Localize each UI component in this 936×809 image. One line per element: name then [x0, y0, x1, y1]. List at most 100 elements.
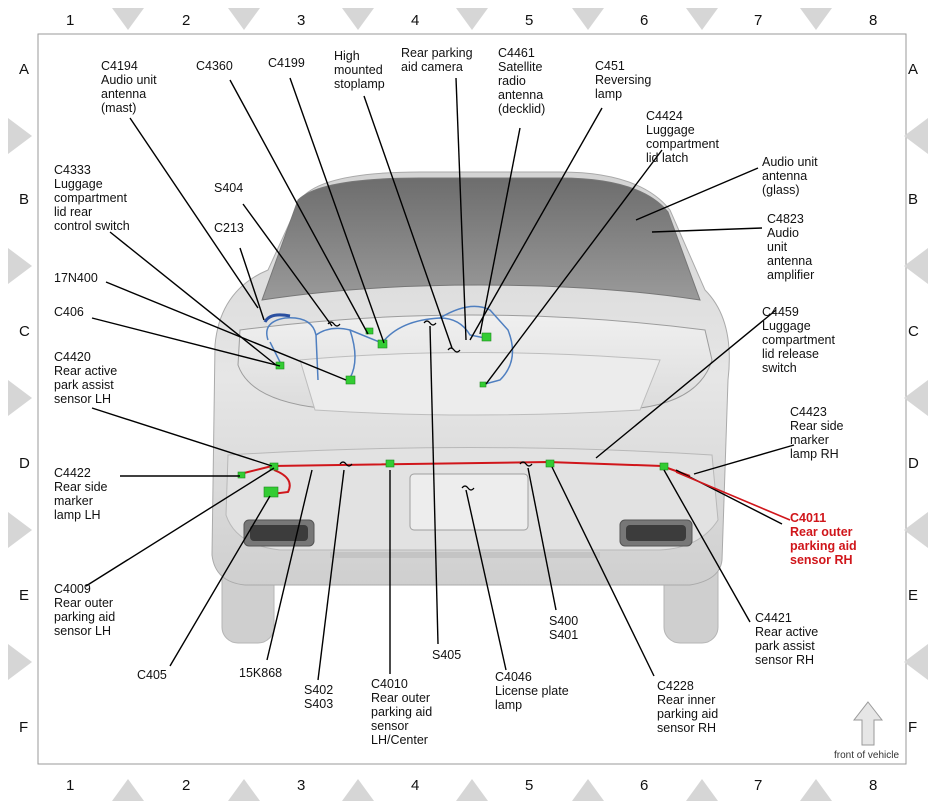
leader-line — [85, 467, 275, 587]
grid-row-right: D — [908, 455, 919, 472]
grid-column-top: 6 — [640, 12, 649, 29]
luggage-lid-harness — [266, 305, 514, 385]
leader-line — [109, 231, 277, 366]
leader-line — [105, 281, 347, 381]
leader-line — [429, 325, 439, 645]
grid-marker — [342, 8, 374, 30]
front-of-vehicle-label: front of vehicle — [834, 750, 900, 761]
leader-line — [91, 407, 273, 467]
label-c4011: C4011 Rear outer parking aid sensor RH — [790, 511, 857, 567]
label-c451: C451 Reversing lamp — [595, 59, 652, 101]
label-c4424: C4424 Luggage compartment lid latch — [646, 109, 719, 165]
grid-column-top: 8 — [869, 12, 878, 29]
label-s405: S405 — [432, 648, 462, 662]
leader-line — [266, 469, 313, 661]
grid-marker — [8, 248, 32, 284]
label-aua_glass: Audio unit antenna (glass) — [762, 155, 818, 197]
leader-line — [169, 495, 271, 667]
grid-column-bottom: 1 — [66, 777, 75, 794]
grid-marker — [456, 8, 488, 30]
grid-marker — [342, 779, 374, 801]
label-n17n400: 17N400 — [54, 271, 98, 285]
grid-marker — [572, 779, 604, 801]
lid-harness-thick — [263, 313, 291, 323]
grid-row-left: F — [19, 719, 29, 736]
grid-marker — [112, 779, 144, 801]
right-exhaust-inner — [626, 525, 686, 541]
grid-marker — [112, 8, 144, 30]
label-c4228: C4228 Rear inner parking aid sensor RH — [657, 679, 719, 735]
leader-line — [129, 117, 259, 309]
grid-row-right: F — [908, 719, 918, 736]
grid-row-left: D — [19, 455, 30, 472]
leader-line — [551, 466, 655, 677]
leader-line — [289, 77, 385, 344]
label-c4823: C4823 Audio unit antenna amplifier — [767, 212, 815, 282]
leader-line — [635, 167, 759, 221]
leader-line — [239, 247, 265, 321]
grid-marker — [800, 779, 832, 801]
grid-row-left: A — [19, 61, 30, 78]
leader-line — [527, 467, 557, 611]
grid-column-top: 3 — [297, 12, 306, 29]
label-c4422: C4422 Rear side marker lamp LH — [54, 466, 108, 522]
grid-marker — [456, 779, 488, 801]
leader-line — [479, 127, 521, 335]
grid-column-top: 2 — [182, 12, 191, 29]
grid-marker — [8, 380, 32, 416]
label-c4333: C4333 Luggage compartment lid rear contr… — [54, 163, 130, 233]
grid-row-left: C — [19, 323, 30, 340]
grid-row-right: C — [908, 323, 919, 340]
grid-row-right: B — [908, 191, 919, 208]
grid-marker — [904, 118, 928, 154]
grid-marker — [904, 512, 928, 548]
leader-line — [229, 79, 369, 335]
label-s404: S404 — [214, 181, 244, 195]
label-c4420: C4420 Rear active park assist sensor LH — [54, 350, 118, 406]
label-c406: C406 — [54, 305, 84, 319]
grid-column-bottom: 5 — [525, 777, 534, 794]
leader-line — [693, 444, 795, 475]
label-hmsl: High mounted stoplamp — [334, 49, 385, 91]
grid-column-top: 7 — [754, 12, 763, 29]
leader-line — [317, 469, 345, 681]
front-of-vehicle-arrow-icon — [852, 701, 884, 746]
grid-column-bottom: 7 — [754, 777, 763, 794]
label-c4459: C4459 Luggage compartment lid release sw… — [762, 305, 835, 375]
grid-column-bottom: 2 — [182, 777, 191, 794]
label-c4461: C4461 Satellite radio antenna (decklid) — [498, 46, 546, 116]
leader-line — [663, 469, 751, 623]
label-c4360: C4360 — [196, 59, 233, 73]
leader-lines — [85, 77, 795, 681]
connectors — [237, 327, 669, 498]
grid-marker — [686, 779, 718, 801]
grid-marker — [228, 779, 260, 801]
label-rpac: Rear parking aid camera — [401, 46, 473, 74]
grid-row-right: A — [908, 61, 919, 78]
label-c4199: C4199 — [268, 56, 305, 70]
leader-line — [242, 203, 333, 327]
splice-marks — [327, 320, 533, 491]
leader-line — [651, 227, 763, 233]
label-c4421: C4421 Rear active park assist sensor RH — [755, 611, 819, 667]
grid-column-bottom: 8 — [869, 777, 878, 794]
label-c4046: C4046 License plate lamp — [495, 670, 569, 712]
grid-column-top: 4 — [411, 12, 420, 29]
grid-marker — [8, 118, 32, 154]
label-n15k868: 15K868 — [239, 666, 283, 680]
grid-marker — [572, 8, 604, 30]
grid-column-bottom: 3 — [297, 777, 306, 794]
leader-line — [455, 77, 467, 341]
leader-line — [363, 95, 453, 349]
label-c405: C405 — [137, 668, 167, 682]
grid-marker — [8, 644, 32, 680]
grid-column-top: 5 — [525, 12, 534, 29]
grid-marker — [904, 248, 928, 284]
leader-line — [465, 489, 507, 671]
leader-line-highlight — [675, 471, 791, 521]
grid-markers — [8, 8, 928, 801]
label-c213: C213 — [214, 221, 244, 235]
grid-row-left: E — [19, 587, 30, 604]
